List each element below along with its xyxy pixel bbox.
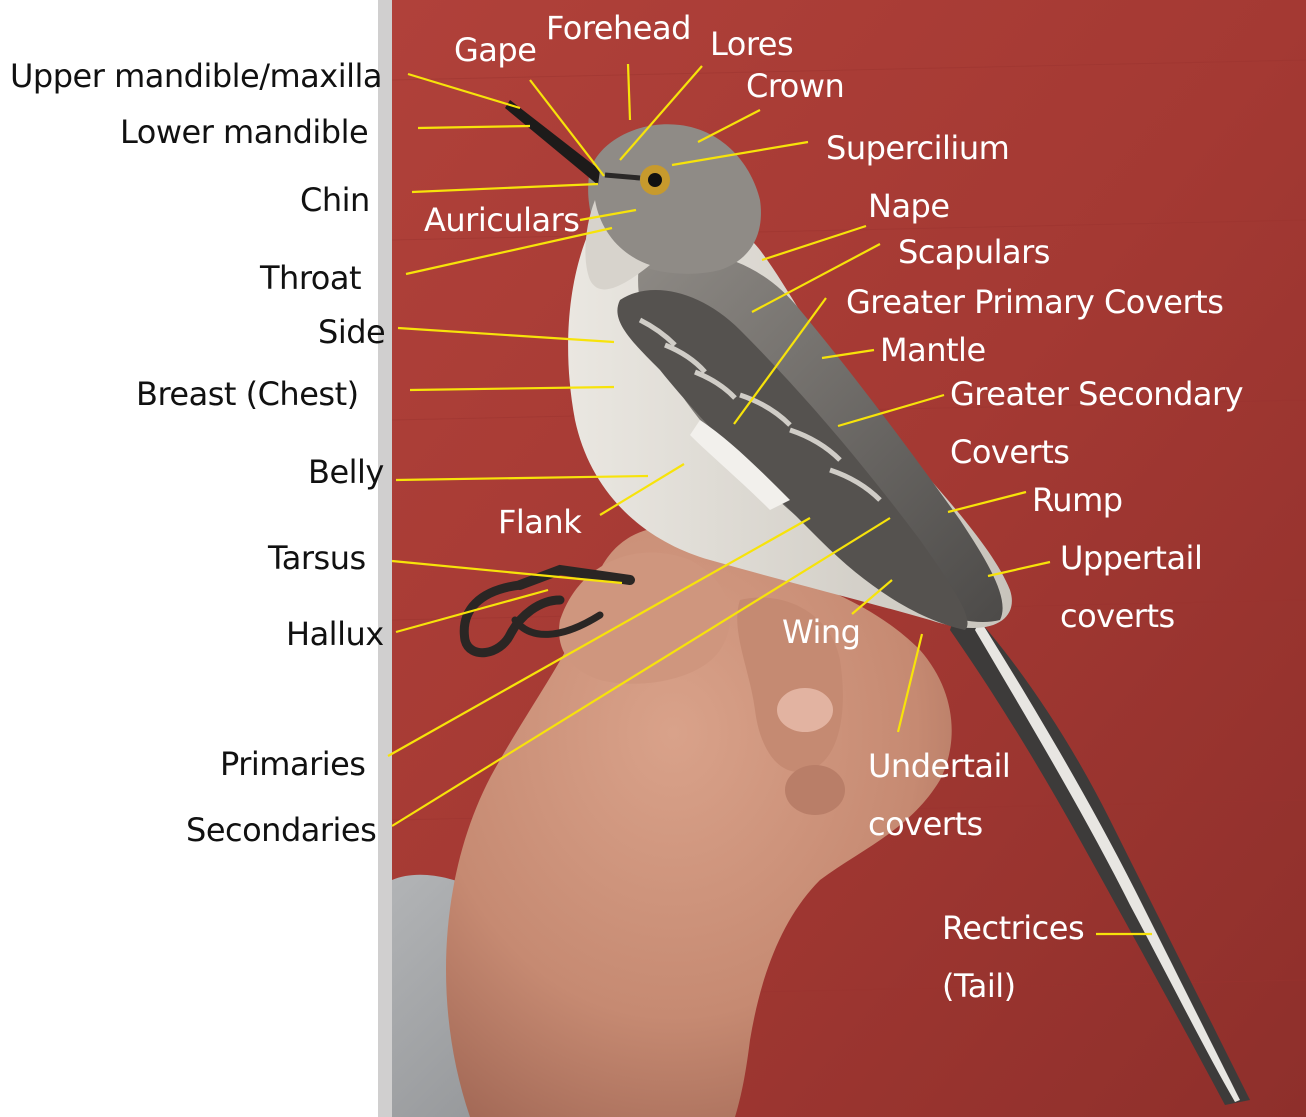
label-primaries: Primaries	[220, 744, 365, 784]
label-scapulars: Scapulars	[898, 232, 1050, 272]
label-tarsus: Tarsus	[268, 538, 366, 578]
label-undertail-coverts: Undertail	[868, 746, 1010, 786]
label-breast: Breast (Chest)	[136, 374, 359, 414]
label-greater-primary-coverts: Greater Primary Coverts	[846, 282, 1223, 322]
label-forehead: Forehead	[546, 8, 691, 48]
label-rectrices-line2: (Tail)	[942, 966, 1016, 1006]
label-upper-mandible: Upper mandible/maxilla	[10, 56, 382, 96]
eye-stripe	[605, 175, 640, 178]
label-supercilium: Supercilium	[826, 128, 1009, 168]
label-belly: Belly	[308, 452, 384, 492]
label-auriculars: Auriculars	[424, 200, 579, 240]
label-hallux: Hallux	[286, 614, 384, 654]
label-wing: Wing	[782, 612, 860, 652]
label-greater-secondary-coverts-line2: Coverts	[950, 432, 1069, 472]
label-uppertail-coverts-line2: coverts	[1060, 596, 1175, 636]
photo-left-shadow	[378, 0, 392, 1117]
knuckle	[785, 765, 845, 815]
label-nape: Nape	[868, 186, 950, 226]
label-side: Side	[318, 312, 385, 352]
label-rectrices: Rectrices	[942, 908, 1084, 948]
label-chin: Chin	[300, 180, 370, 220]
label-undertail-coverts-line2: coverts	[868, 804, 983, 844]
label-rump: Rump	[1032, 480, 1123, 520]
label-uppertail-coverts: Uppertail	[1060, 538, 1202, 578]
label-throat: Throat	[260, 258, 361, 298]
label-lores: Lores	[710, 24, 793, 64]
label-crown: Crown	[746, 66, 844, 106]
label-mantle: Mantle	[880, 330, 986, 370]
label-lower-mandible: Lower mandible	[120, 112, 368, 152]
label-secondaries: Secondaries	[186, 810, 376, 850]
bird-pupil	[648, 173, 662, 187]
label-gape: Gape	[454, 30, 536, 70]
fingernail	[777, 688, 833, 732]
label-greater-secondary-coverts: Greater Secondary	[950, 374, 1243, 414]
label-flank: Flank	[498, 502, 581, 542]
